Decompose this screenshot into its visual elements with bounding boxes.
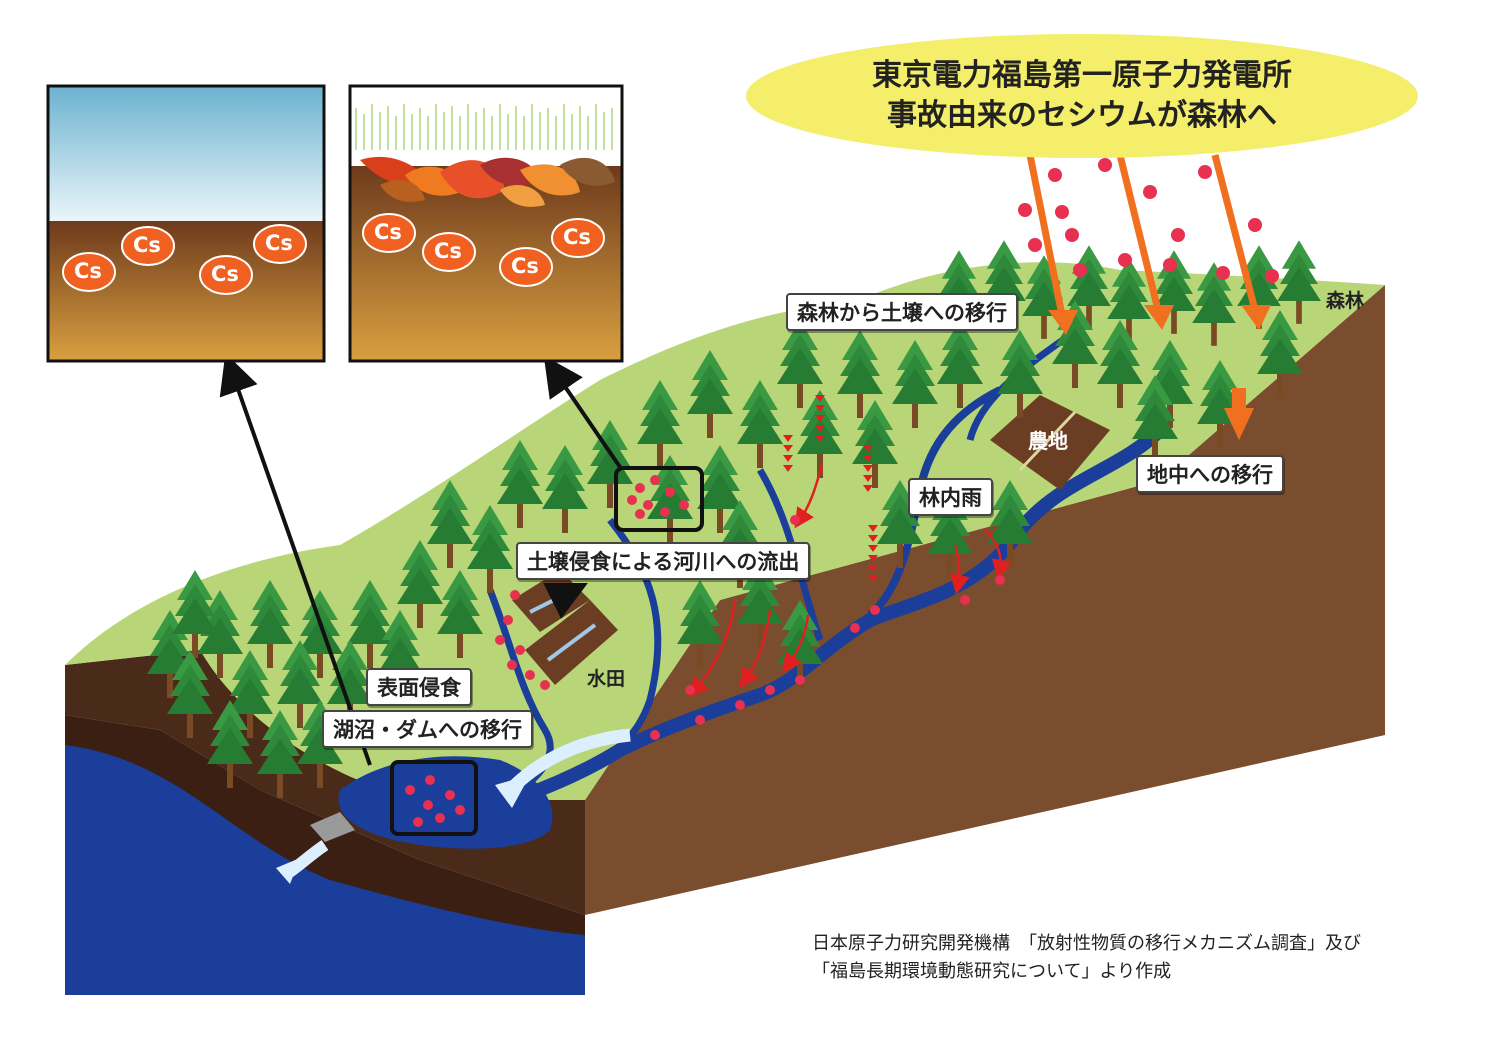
leaf-litter (360, 156, 615, 207)
cesium-label: Cs (74, 259, 102, 283)
source-credit: 日本原子力研究開発機構 「放射性物質の移行メカニズム調査」及び 「福島長期環境動… (812, 930, 1361, 986)
label-underground: 地中への移行 (1136, 455, 1284, 493)
cesium-label: Cs (434, 239, 462, 263)
label-to-lake-dam: 湖沼・ダムへの移行 (322, 710, 533, 748)
pointer-arrow-lake (219, 353, 372, 766)
soil-left-face (65, 650, 585, 915)
throughfall-drips (783, 395, 878, 582)
cesium-label: Cs (133, 233, 161, 257)
label-farmland: 農地 (1028, 429, 1068, 453)
cesium-label: Cs (265, 231, 293, 255)
farmland-plot (990, 395, 1110, 490)
label-forest-to-soil: 森林から土壌への移行 (786, 293, 1018, 331)
title-oval (746, 34, 1418, 158)
highlight-box-forest-floor (614, 466, 704, 532)
deposition-arrows (1026, 154, 1271, 440)
cesium-label: Cs (374, 220, 402, 244)
title-line-2: 事故由来のセシウムが森林へ (887, 98, 1277, 133)
dam (310, 812, 355, 842)
inset-forest-floor (348, 84, 624, 363)
cesium-label: Cs (511, 254, 539, 278)
diagram-title: 東京電力福島第一原子力発電所 事故由来のセシウムが森林へ (752, 38, 1412, 154)
cesium-particles-air (1018, 158, 1279, 283)
cesium-particles-ground (405, 475, 1005, 827)
label-paddy: 水田 (587, 668, 626, 690)
cesium-label: Cs (563, 225, 591, 249)
pointer-arrow-forest (543, 355, 624, 472)
credit-line-1: 日本原子力研究開発機構 「放射性物質の移行メカニズム調査」及び (812, 933, 1361, 954)
lake-water-face (65, 745, 585, 995)
title-line-1: 東京電力福島第一原子力発電所 (872, 58, 1292, 93)
runoff-arrows (688, 464, 1012, 698)
label-forest: 森林 (1326, 290, 1365, 312)
inset-lake-sediment (46, 84, 326, 363)
main-river (497, 424, 1165, 812)
label-surface-erosion: 表面侵食 (366, 668, 472, 706)
credit-line-2: 「福島長期環境動態研究について」より作成 (812, 961, 1172, 982)
label-throughfall: 林内雨 (908, 478, 993, 516)
highlight-box-lake-bottom (390, 760, 478, 836)
cesium-label: Cs (211, 262, 239, 286)
soil-front-face (585, 285, 1385, 915)
label-erosion-to-river: 土壌侵食による河川への流出 (516, 542, 811, 580)
